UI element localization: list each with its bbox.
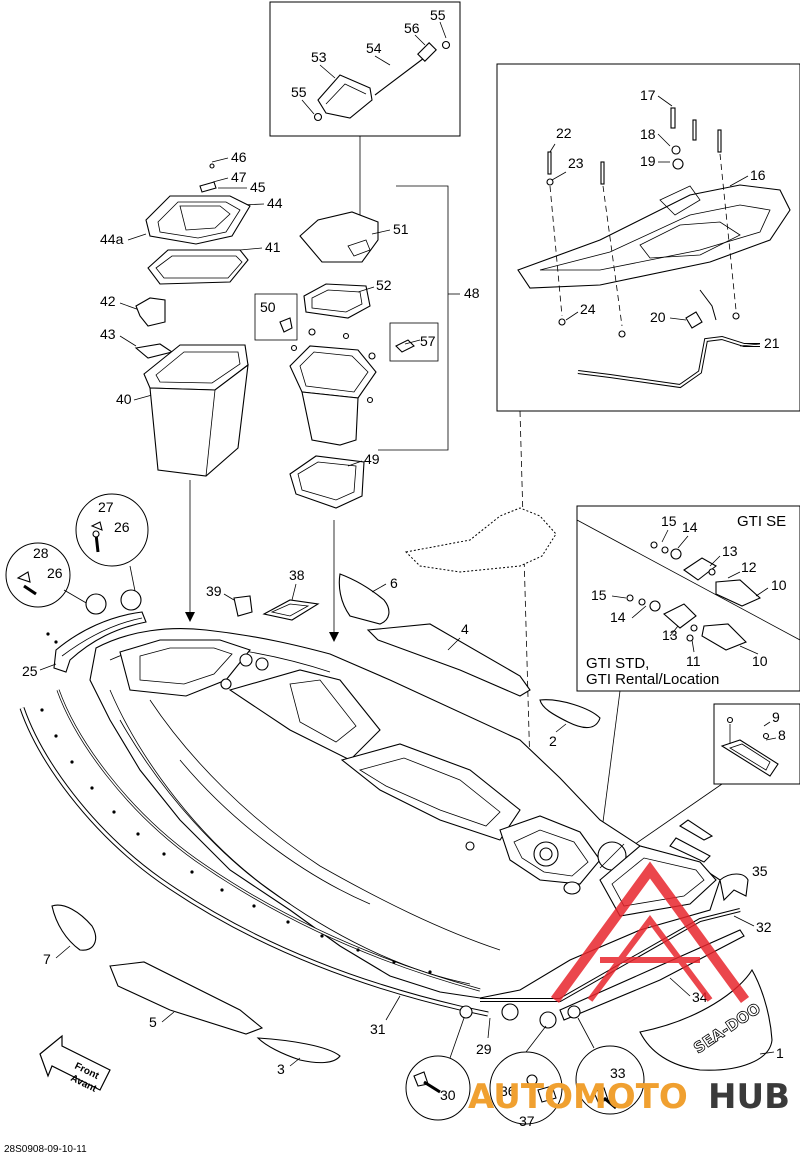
callout-5: 5 xyxy=(149,1014,157,1030)
decal-6 xyxy=(338,573,390,625)
callout-23: 23 xyxy=(568,155,584,171)
callout-25: 25 xyxy=(22,663,38,679)
cap-39 xyxy=(233,595,253,617)
callout-43: 43 xyxy=(100,326,116,342)
glove-box-group: 51 52 50 57 49 48 xyxy=(185,185,480,642)
screw-dots xyxy=(40,632,432,974)
decal-2 xyxy=(539,699,601,729)
callout-17: 17 xyxy=(640,87,656,103)
variant-std-line1: GTI STD, xyxy=(586,655,649,672)
front-bumper-25 xyxy=(53,611,147,673)
hull-body xyxy=(89,628,721,999)
callout-14: 14 xyxy=(682,519,698,535)
callout-8: 8 xyxy=(778,727,786,743)
front-storage-bin-group: 46 47 45 44 44a 41 42 43 40 xyxy=(100,149,283,477)
callout-49: 49 xyxy=(364,451,380,467)
callout-7: 7 xyxy=(43,951,51,967)
callout-37: 37 xyxy=(519,1113,535,1129)
callout-45: 45 xyxy=(250,179,266,195)
callout-47: 47 xyxy=(231,169,247,185)
callout-52: 52 xyxy=(376,277,392,293)
bracket-inset: 9 8 xyxy=(611,703,800,861)
corner-bumper-35 xyxy=(719,873,749,902)
callout-55: 55 xyxy=(430,7,446,23)
callout-20: 20 xyxy=(650,309,666,325)
callout-57: 57 xyxy=(420,333,436,349)
callout-38: 38 xyxy=(289,567,305,583)
callout-48: 48 xyxy=(464,285,480,301)
callout-41: 41 xyxy=(265,239,281,255)
callout-46: 46 xyxy=(231,149,247,165)
callout-2: 2 xyxy=(549,733,557,749)
callout-36: 36 xyxy=(500,1083,516,1099)
watermark-text-1: AUTOMOTO xyxy=(468,1077,688,1117)
callout-53: 53 xyxy=(311,49,327,65)
callout-32: 32 xyxy=(756,919,772,935)
callout-15: 15 xyxy=(591,587,607,603)
callout-9: 9 xyxy=(772,709,780,725)
callout-13: 13 xyxy=(722,543,738,559)
callout-39: 39 xyxy=(206,583,222,599)
variant-se-label: GTI SE xyxy=(737,513,786,530)
bottom-details: 29 30 36 37 33 xyxy=(405,1003,645,1129)
callout-15: 15 xyxy=(661,513,677,529)
callout-51: 51 xyxy=(393,221,409,237)
callout-42: 42 xyxy=(100,293,116,309)
callout-3: 3 xyxy=(277,1061,285,1077)
callout-26: 26 xyxy=(47,565,63,581)
callout-10: 10 xyxy=(752,653,768,669)
callout-33: 33 xyxy=(610,1065,626,1081)
decal-3 xyxy=(256,1037,341,1064)
callout-12: 12 xyxy=(741,559,757,575)
callout-44a: 44a xyxy=(100,231,124,247)
callout-1: 1 xyxy=(776,1045,784,1061)
callout-50: 50 xyxy=(260,299,276,315)
callout-21: 21 xyxy=(764,335,780,351)
watermark-logo xyxy=(550,861,750,1003)
callout-44: 44 xyxy=(267,195,283,211)
callout-18: 18 xyxy=(640,126,656,142)
cover-latch-inset: 55 56 54 53 55 xyxy=(269,1,461,230)
callout-11: 11 xyxy=(686,653,701,669)
callout-28: 28 xyxy=(33,545,49,561)
callout-29: 29 xyxy=(476,1041,492,1057)
callout-26: 26 xyxy=(114,519,130,535)
callout-30: 30 xyxy=(440,1087,456,1103)
seat-outline xyxy=(404,507,557,573)
callout-22: 22 xyxy=(556,125,572,141)
callout-31: 31 xyxy=(370,1021,386,1037)
callout-14: 14 xyxy=(610,609,626,625)
callout-4: 4 xyxy=(461,621,469,637)
callout-40: 40 xyxy=(116,391,132,407)
bumper-variants-inset: GTI SE GTI STD, GTI Rental/Location 15 1… xyxy=(576,505,800,846)
fastener-details: 27 26 28 26 xyxy=(5,493,149,615)
callout-24: 24 xyxy=(580,301,596,317)
callout-56: 56 xyxy=(404,20,420,36)
callout-16: 16 xyxy=(750,167,766,183)
variant-std-line2: GTI Rental/Location xyxy=(586,671,719,688)
watermark-text-2: HUB xyxy=(708,1077,790,1117)
callout-19: 19 xyxy=(640,153,656,169)
callout-10: 10 xyxy=(771,577,787,593)
callout-6: 6 xyxy=(390,575,398,591)
vent-cover-38 xyxy=(262,599,320,621)
callout-54: 54 xyxy=(366,40,382,56)
decal-4 xyxy=(366,623,531,697)
callout-55: 55 xyxy=(291,84,307,100)
callout-35: 35 xyxy=(752,863,768,879)
front-direction-arrow: Front Avant xyxy=(39,1034,111,1095)
callout-27: 27 xyxy=(98,499,114,515)
decal-5 xyxy=(109,961,264,1035)
figure-code: 28S0908-09-10-11 xyxy=(4,1144,87,1155)
decal-7 xyxy=(51,904,97,951)
seat-inset: 16 17 18 19 22 23 24 20 21 xyxy=(496,63,800,841)
